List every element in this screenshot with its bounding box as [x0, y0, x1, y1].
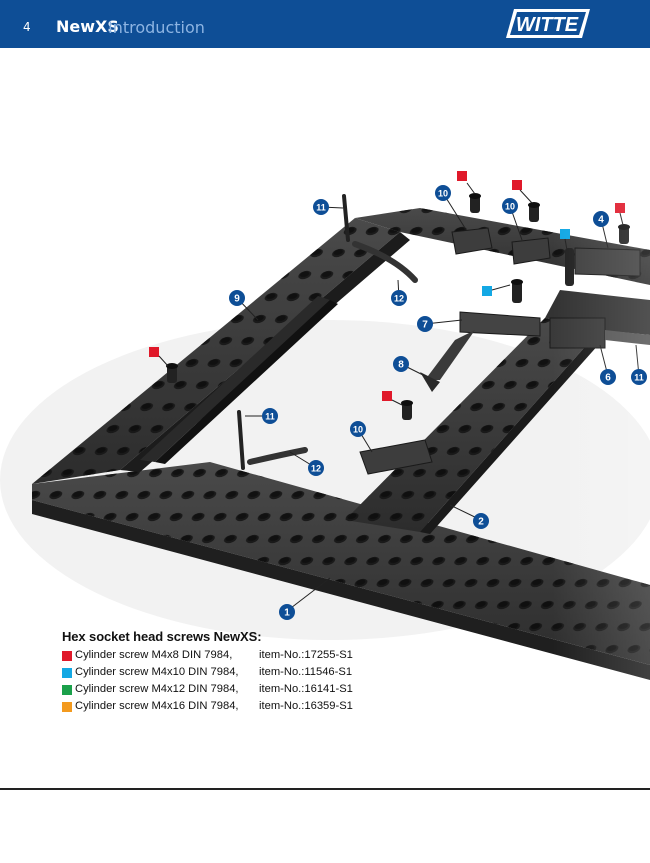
callout-6: 6 — [600, 369, 616, 385]
screw-item-number: item-No.:16359-S1 — [259, 700, 353, 712]
callout-12-a: 12 — [391, 290, 407, 306]
callout-10-b: 10 — [502, 198, 518, 214]
screw-description: Cylinder screw M4x10 DIN 7984, — [75, 666, 239, 678]
svg-text:8: 8 — [398, 360, 404, 371]
callout-4: 4 — [593, 211, 609, 227]
svg-text:4: 4 — [598, 215, 604, 226]
callout-11-b: 11 — [262, 408, 278, 424]
callout-badges: 1 2 4 6 7 8 9 10 10 10 11 11 11 12 12 — [229, 185, 647, 620]
document-subtitle: Introduction — [108, 18, 205, 37]
fixture-illustration: 1 2 4 6 7 8 9 10 10 10 11 11 11 12 12 — [0, 48, 650, 728]
color-swatch — [62, 668, 72, 678]
svg-text:11: 11 — [316, 203, 326, 213]
brand-text: WITTE — [516, 14, 579, 36]
callout-9: 9 — [229, 290, 245, 306]
svg-text:6: 6 — [605, 373, 611, 384]
screw-description: Cylinder screw M4x16 DIN 7984, — [75, 700, 239, 712]
callout-10-a: 10 — [435, 185, 451, 201]
screw-item-number: item-No.:11546-S1 — [259, 666, 353, 678]
svg-text:10: 10 — [353, 425, 363, 435]
legend-row: Cylinder screw M4x12 DIN 7984, item-No.:… — [62, 683, 462, 700]
screw-description: Cylinder screw M4x8 DIN 7984, — [75, 649, 233, 661]
callout-7: 7 — [417, 316, 433, 332]
screw-description: Cylinder screw M4x12 DIN 7984, — [75, 683, 239, 695]
svg-text:11: 11 — [634, 373, 644, 383]
page-number: 4 — [23, 20, 31, 34]
callout-8: 8 — [393, 356, 409, 372]
callout-11-c: 11 — [631, 369, 647, 385]
screw-item-number: item-No.:17255-S1 — [259, 649, 353, 661]
svg-text:1: 1 — [284, 608, 290, 619]
callout-11-a: 11 — [313, 199, 329, 215]
svg-text:10: 10 — [438, 189, 448, 199]
document-title: NewXS — [56, 17, 119, 36]
svg-text:7: 7 — [422, 320, 428, 331]
legend-row: Cylinder screw M4x8 DIN 7984, item-No.:1… — [62, 649, 462, 666]
color-swatch — [62, 651, 72, 661]
screw-item-number: item-No.:16141-S1 — [259, 683, 353, 695]
svg-text:11: 11 — [265, 412, 275, 422]
screw-legend: Hex socket head screws NewXS: Cylinder s… — [62, 629, 462, 717]
svg-text:10: 10 — [505, 202, 515, 212]
svg-text:12: 12 — [394, 294, 404, 304]
color-swatch — [62, 685, 72, 695]
witte-logo: WITTE — [506, 9, 590, 38]
callout-12-b: 12 — [308, 460, 324, 476]
svg-text:12: 12 — [311, 464, 321, 474]
legend-row: Cylinder screw M4x10 DIN 7984, item-No.:… — [62, 666, 462, 683]
legend-title: Hex socket head screws NewXS: — [62, 629, 262, 644]
callout-1: 1 — [279, 604, 295, 620]
svg-text:2: 2 — [478, 517, 484, 528]
legend-row: Cylinder screw M4x16 DIN 7984, item-No.:… — [62, 700, 462, 717]
callout-10-c: 10 — [350, 421, 366, 437]
page-header: 4 NewXS Introduction WITTE — [0, 0, 650, 48]
bottom-divider — [0, 788, 650, 790]
callout-2: 2 — [473, 513, 489, 529]
color-swatch — [62, 702, 72, 712]
svg-text:9: 9 — [234, 294, 240, 305]
